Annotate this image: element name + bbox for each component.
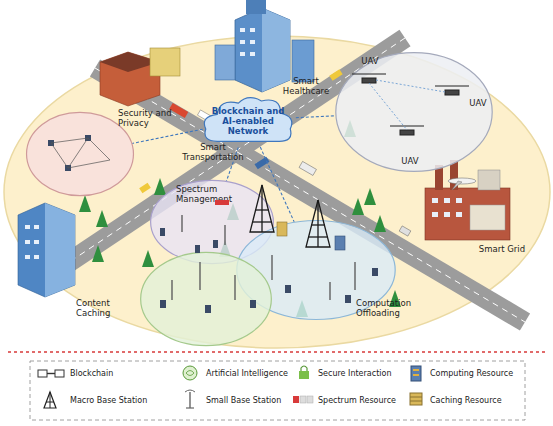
- area-label: Smart Healthcare: [282, 76, 330, 96]
- separator-line: [8, 351, 545, 353]
- airplane: [448, 178, 476, 190]
- legend-label: Spectrum Resource: [318, 396, 396, 406]
- macro-tower: [250, 185, 330, 247]
- zone-label: UAV: [463, 98, 493, 108]
- ai-icon: [183, 366, 197, 380]
- zone-shape: [27, 112, 134, 195]
- zone-label: UAV: [355, 56, 385, 66]
- macro-station-icon: [44, 392, 56, 408]
- area-label: Smart Grid: [478, 244, 526, 254]
- legend-label: Blockchain: [70, 369, 113, 379]
- area-label: Smart Transportation: [180, 142, 246, 162]
- caching-icon: [410, 393, 422, 405]
- zone-label: Computation Offloading: [356, 298, 426, 318]
- legend-label: Secure Interaction: [318, 369, 391, 379]
- security-zone: Security and Privacy: [26, 112, 134, 196]
- secure-icon: [299, 366, 309, 379]
- zone-outline: [26, 112, 134, 196]
- zone-shape: [141, 252, 272, 345]
- zone-label: Content Caching: [76, 298, 132, 318]
- zone-label: UAV: [395, 156, 425, 166]
- computing-icon: [411, 366, 421, 381]
- network-link: [296, 116, 335, 118]
- small-station-icon: [185, 390, 195, 408]
- zone-label: Security and Privacy: [118, 108, 178, 128]
- legend-label: Artificial Intelligence: [206, 369, 288, 379]
- caching-zone: Content Caching: [140, 252, 272, 346]
- spectrum-icon: [293, 396, 313, 403]
- zone-shape: [204, 98, 291, 142]
- user-device: [48, 135, 378, 313]
- network-cloud: Blockchain and AI-enabled Network: [200, 92, 296, 148]
- network-title: Blockchain and AI-enabled Network: [208, 106, 288, 136]
- legend-label: Macro Base Station: [70, 396, 147, 406]
- uav-zone: UAV UAV UAV: [335, 52, 493, 172]
- zone-shape: [336, 53, 492, 172]
- uav-drone: [352, 74, 469, 135]
- secure-graph: [51, 138, 110, 168]
- zone-outline: [140, 252, 272, 346]
- server-box: [215, 200, 345, 250]
- zone-outline: [335, 52, 493, 172]
- blockchain-icon: [38, 370, 64, 377]
- zone-label: Spectrum Management: [176, 184, 242, 204]
- legend-label: Computing Resource: [430, 369, 513, 379]
- legend-label: Caching Resource: [430, 396, 502, 406]
- legend-label: Small Base Station: [206, 396, 281, 406]
- network-link: [132, 129, 202, 143]
- legend-frame: [30, 361, 525, 420]
- small-tower: [172, 215, 355, 300]
